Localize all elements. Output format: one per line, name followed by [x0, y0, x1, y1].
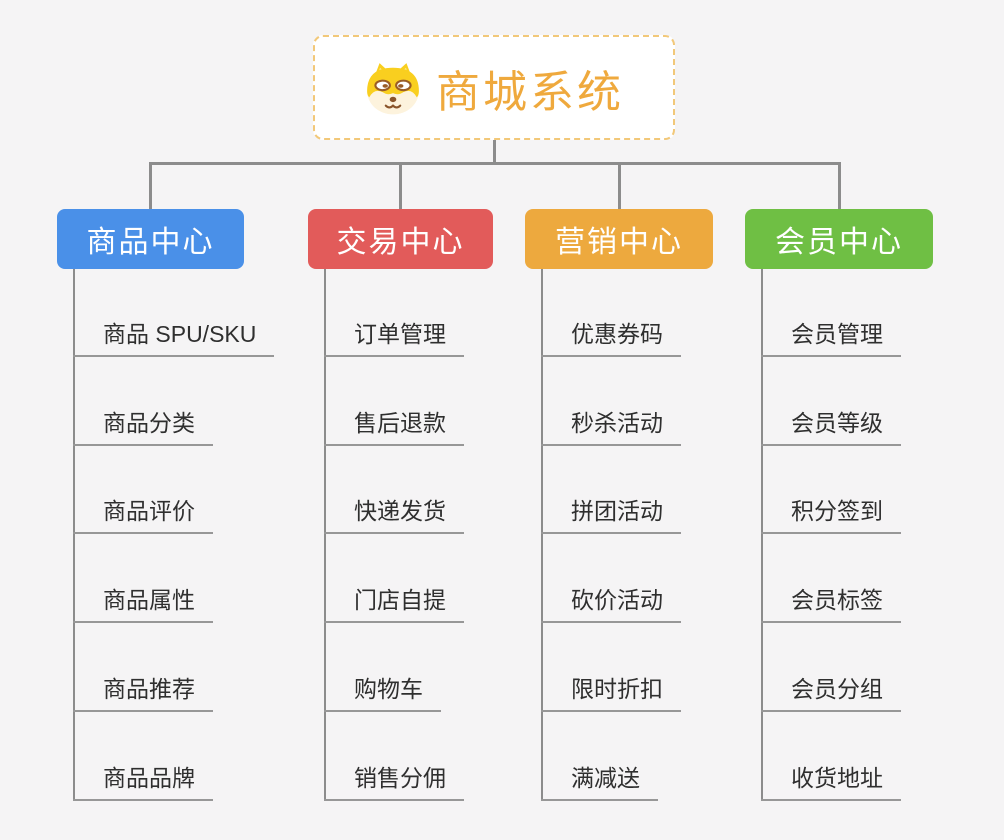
connector-bus	[149, 162, 841, 165]
branch-item[interactable]: 销售分佣	[324, 765, 464, 801]
branch-item[interactable]: 会员管理	[761, 321, 901, 357]
branch-item[interactable]: 会员分组	[761, 676, 901, 712]
connector-drop	[149, 162, 152, 209]
branch-header[interactable]: 交易中心	[308, 209, 493, 269]
root-node[interactable]: 商城系统	[313, 35, 675, 140]
branch-item[interactable]: 购物车	[324, 676, 441, 712]
branch-item[interactable]: 优惠券码	[541, 321, 681, 357]
connector-root-stem	[493, 140, 496, 162]
dog-icon	[367, 62, 419, 114]
branch-item[interactable]: 商品品牌	[73, 765, 213, 801]
branch-item[interactable]: 秒杀活动	[541, 410, 681, 446]
branch-item[interactable]: 商品 SPU/SKU	[73, 321, 275, 357]
branch-item[interactable]: 砍价活动	[541, 587, 681, 624]
branch-item[interactable]: 商品评价	[73, 498, 213, 535]
branch-item[interactable]: 收货地址	[761, 765, 901, 801]
connector-drop	[617, 162, 621, 209]
branch-item[interactable]: 订单管理	[324, 321, 464, 357]
branch-item[interactable]: 门店自提	[324, 587, 464, 624]
root-title: 商城系统	[436, 67, 624, 117]
branch-item[interactable]: 满减送	[541, 765, 658, 801]
branch-item[interactable]: 会员标签	[761, 587, 901, 624]
branch-item[interactable]: 限时折扣	[541, 676, 681, 712]
branch-item[interactable]: 会员等级	[761, 410, 901, 446]
branch-item[interactable]: 售后退款	[324, 410, 464, 446]
connector-drop	[837, 162, 841, 209]
branch-header[interactable]: 营销中心	[525, 209, 713, 269]
branch-item[interactable]: 商品属性	[73, 587, 213, 624]
branch-trunk	[324, 269, 326, 801]
branch-header[interactable]: 会员中心	[745, 209, 933, 269]
branch-item[interactable]: 快递发货	[324, 498, 464, 535]
branch-trunk	[73, 269, 75, 801]
branch-item[interactable]: 商品分类	[73, 410, 213, 446]
connector-drop	[399, 162, 402, 209]
branch-trunk	[761, 269, 763, 801]
branch-header[interactable]: 商品中心	[57, 209, 244, 269]
branch-item[interactable]: 拼团活动	[541, 498, 681, 535]
branch-item[interactable]: 商品推荐	[73, 676, 213, 712]
branch-trunk	[541, 269, 543, 801]
branch-item[interactable]: 积分签到	[761, 498, 901, 535]
